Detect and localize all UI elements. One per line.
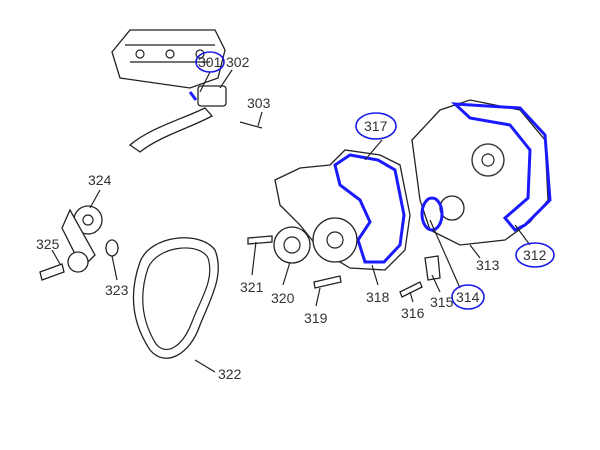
callouts: 301 302 303 317 312 313 314 315 316 318 … (36, 51, 555, 382)
tensioner-part (39, 205, 119, 281)
pulley-part (247, 226, 441, 298)
callout-316: 316 (401, 305, 425, 321)
callout-319: 319 (304, 310, 328, 326)
callout-321: 321 (240, 279, 264, 295)
callout-circle-301 (195, 51, 225, 73)
callout-circle-314 (451, 284, 485, 310)
callout-303: 303 (247, 95, 271, 111)
callout-circle-312 (515, 242, 555, 268)
callout-320: 320 (271, 290, 295, 306)
callout-318: 318 (366, 289, 390, 305)
callout-313: 313 (476, 257, 500, 273)
callout-315: 315 (430, 294, 454, 310)
timing-cover-part (411, 99, 552, 246)
front-housing-part (274, 149, 411, 271)
callout-322: 322 (218, 366, 242, 382)
callout-325: 325 (36, 236, 60, 252)
callout-314: 314 (456, 289, 480, 305)
drive-belt-part (132, 237, 219, 359)
hose-301-302 (128, 85, 263, 153)
leader-lines (51, 69, 531, 373)
callout-323: 323 (105, 282, 129, 298)
callout-317: 317 (364, 118, 388, 134)
callout-302: 302 (226, 54, 250, 70)
callout-312: 312 (523, 247, 547, 263)
callout-circle-317 (355, 112, 397, 140)
callout-301: 301 (198, 54, 222, 70)
callout-324: 324 (88, 172, 112, 188)
